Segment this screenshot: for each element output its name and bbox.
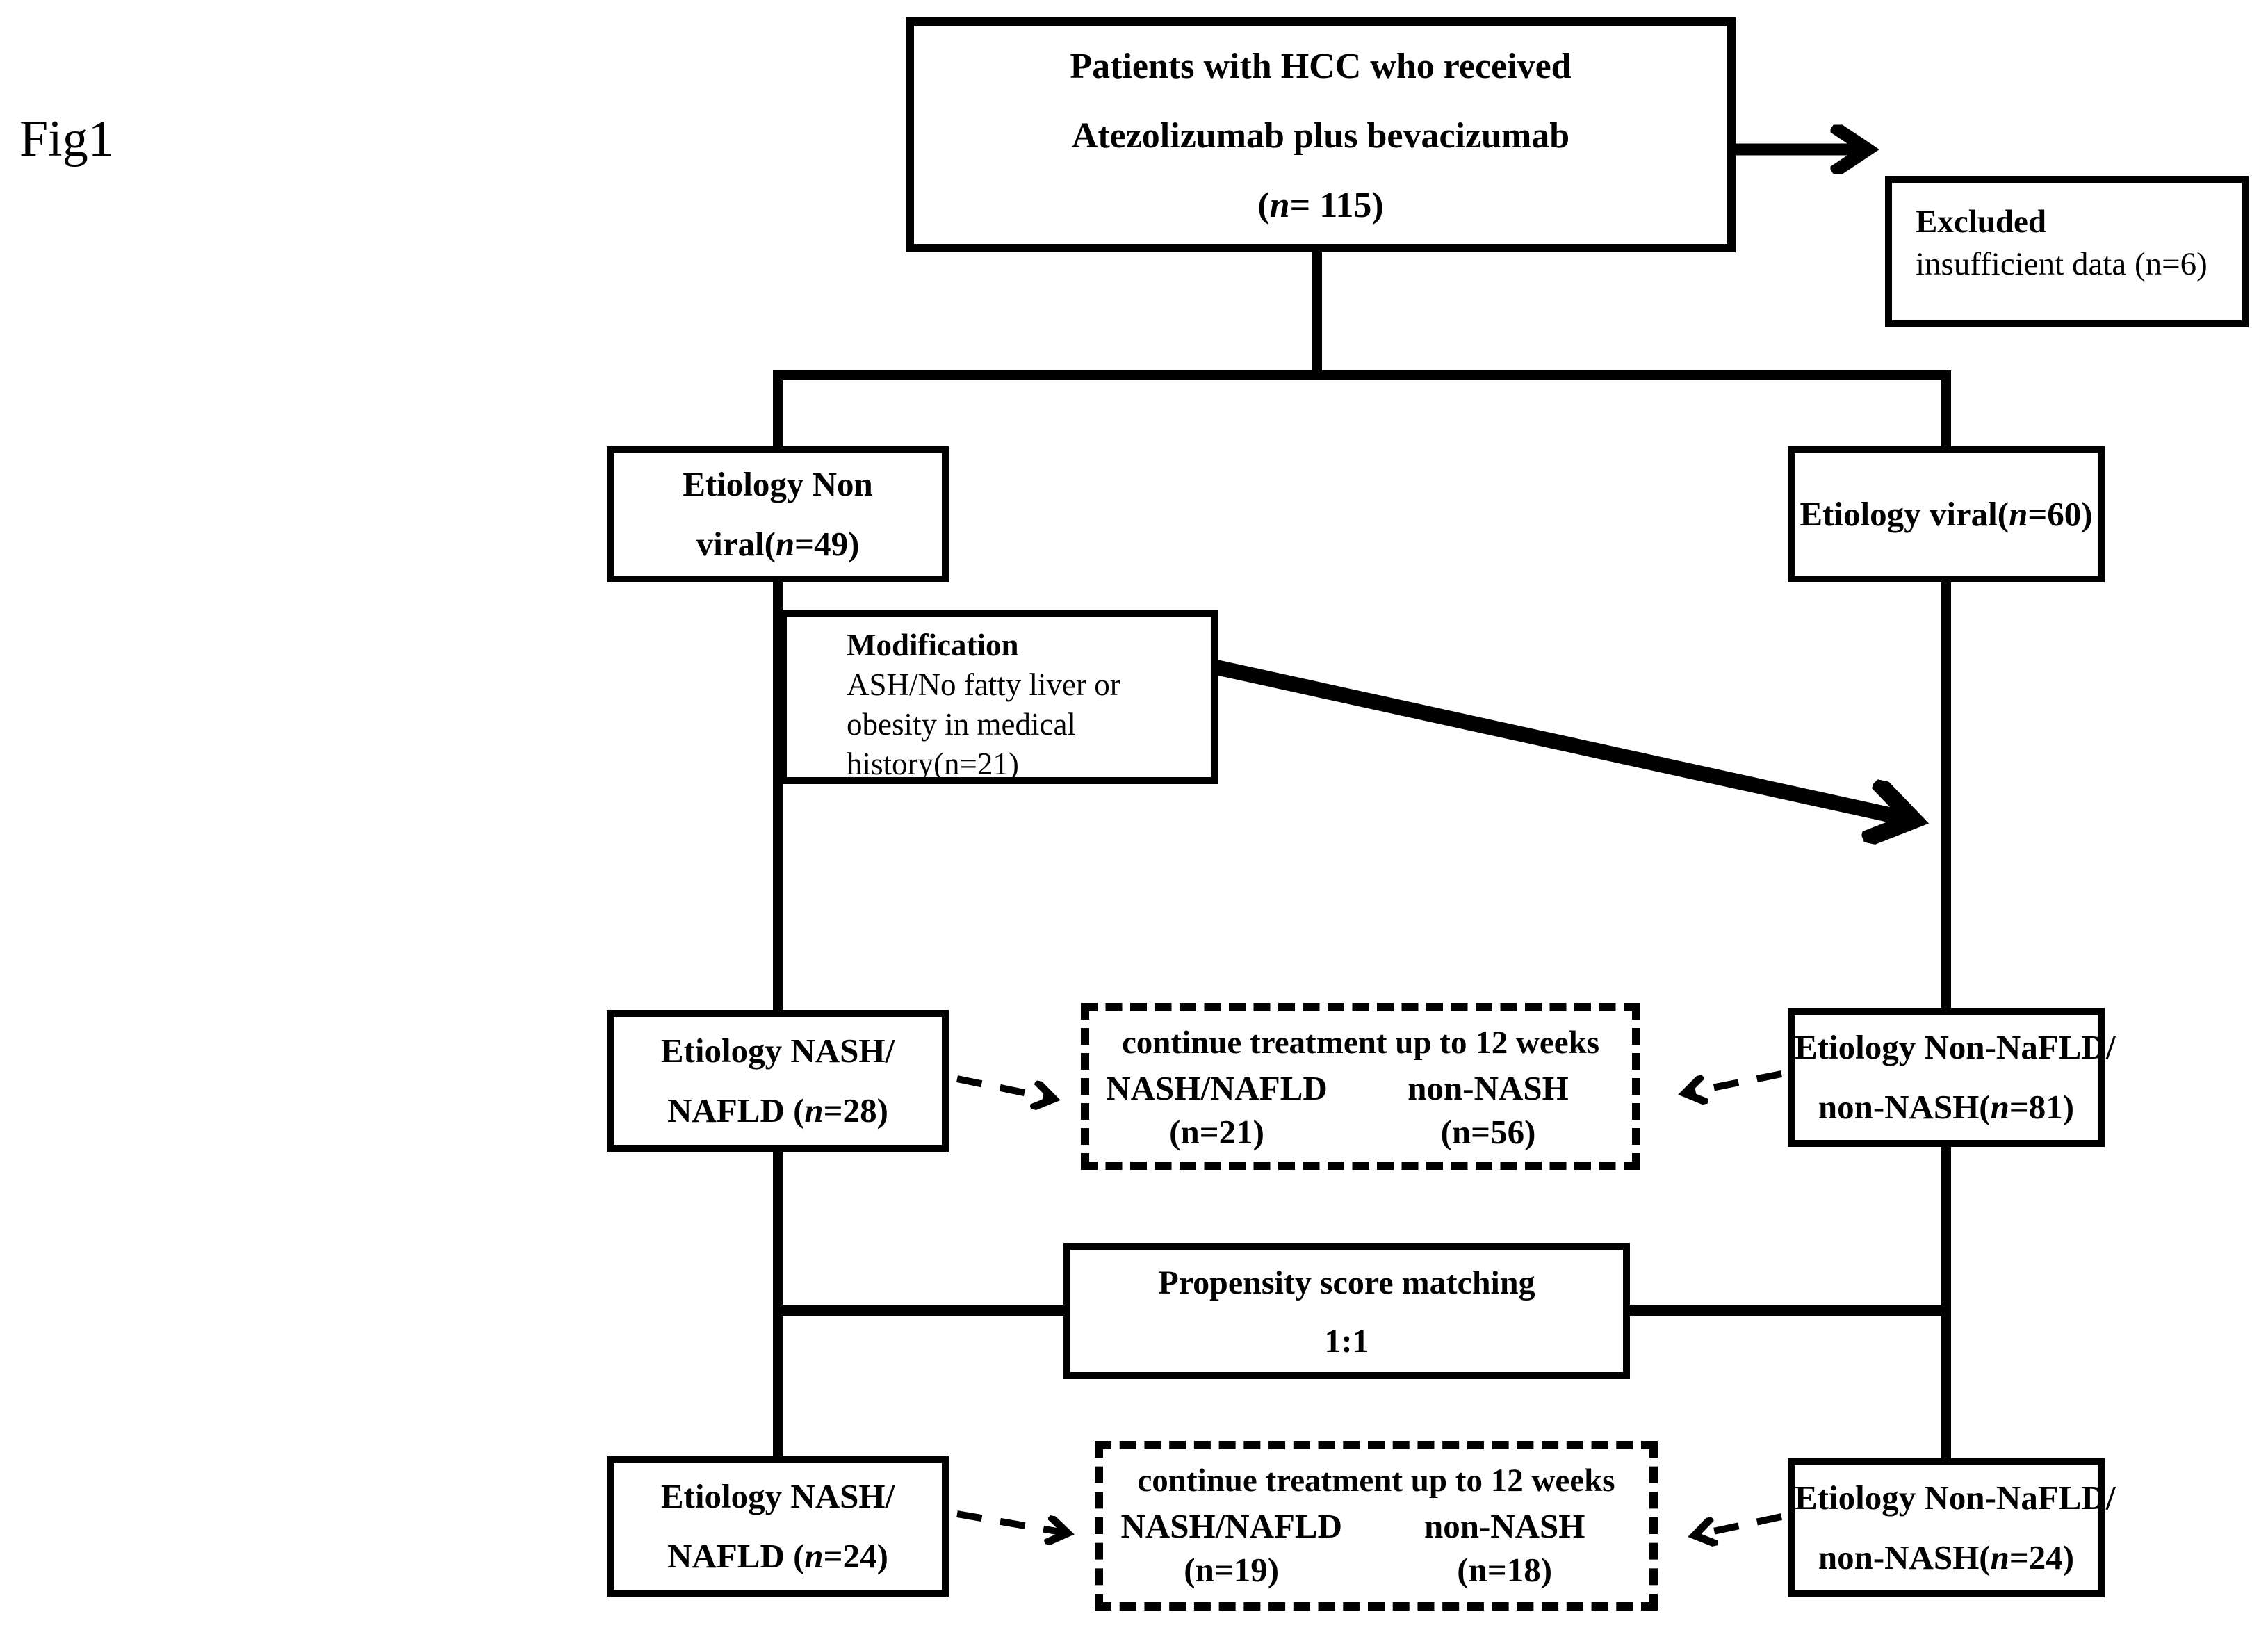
box-continue-treatment-pre-match: continue treatment up to 12 weeks NASH/N… xyxy=(1081,1003,1640,1170)
continue-post-nash-col: NASH/NAFLD (n=19) xyxy=(1103,1504,1360,1592)
box-propensity-score-matching: Propensity score matching 1:1 xyxy=(1063,1243,1630,1379)
continue-pre-columns: NASH/NAFLD (n=21) non-NASH (n=56) xyxy=(1089,1066,1632,1154)
box-etiology-viral: Etiology viral(n=60) xyxy=(1788,446,2105,582)
box-non-nafld-81-label: Etiology Non-NaFLD/non-NASH(n=81) xyxy=(1795,1028,2116,1126)
box-nash-nafld-28: Etiology NASH/NAFLD (n=28) xyxy=(607,1010,949,1152)
dashed-arrow-post-left xyxy=(956,1510,1065,1533)
continue-post-nonnash-label: non-NASH xyxy=(1423,1507,1585,1545)
dashed-arrow-pre-left xyxy=(956,1075,1051,1098)
continue-pre-nash-col: NASH/NAFLD (n=21) xyxy=(1089,1066,1344,1154)
box-non-nafld-81: Etiology Non-NaFLD/non-NASH(n=81) xyxy=(1788,1008,2116,1147)
psm-line1: Propensity score matching xyxy=(1158,1264,1535,1301)
continue-post-columns: NASH/NAFLD (n=19) non-NASH (n=18) xyxy=(1103,1504,1649,1592)
box-nash-nafld-24: Etiology NASH/NAFLD (n=24) xyxy=(607,1456,949,1597)
arrow-modification-diagonal xyxy=(1214,660,1908,819)
box-excluded: Excluded insufficient data (n=6) xyxy=(1885,176,2249,327)
continue-post-nash-label: NASH/NAFLD xyxy=(1120,1507,1342,1545)
box-etiology-viral-label: Etiology viral(n=60) xyxy=(1800,495,2093,533)
box-modification: Modification ASH/No fatty liver or obesi… xyxy=(780,610,1218,784)
continue-pre-nonnash-col: non-NASH (n=56) xyxy=(1344,1066,1632,1154)
box-non-nafld-24-label: Etiology Non-NaFLD/non-NASH(n=24) xyxy=(1795,1478,2116,1576)
continue-pre-headline: continue treatment up to 12 weeks xyxy=(1121,1025,1600,1061)
continue-post-nonnash-n: (n=18) xyxy=(1457,1551,1553,1589)
continue-pre-nonnash-n: (n=56) xyxy=(1440,1113,1536,1151)
continue-post-nonnash-col: non-NASH (n=18) xyxy=(1360,1504,1649,1592)
continue-pre-nash-label: NASH/NAFLD xyxy=(1106,1069,1328,1107)
excluded-body: insufficient data (n=6) xyxy=(1916,246,2208,282)
excluded-title: Excluded xyxy=(1916,204,2047,240)
continue-post-nash-n: (n=19) xyxy=(1184,1551,1280,1589)
continue-pre-nonnash-label: non-NASH xyxy=(1408,1069,1569,1107)
continue-pre-nash-n: (n=21) xyxy=(1169,1113,1264,1151)
box-continue-treatment-post-match: continue treatment up to 12 weeks NASH/N… xyxy=(1095,1441,1658,1611)
modification-title: Modification xyxy=(847,628,1019,662)
modification-body: ASH/No fatty liver or obesity in medical… xyxy=(847,667,1120,781)
figure-label: Fig1 xyxy=(19,111,114,168)
dashed-arrow-pre-right xyxy=(1688,1070,1782,1093)
dashed-arrow-post-right xyxy=(1697,1513,1783,1535)
box-non-nafld-24: Etiology Non-NaFLD/non-NASH(n=24) xyxy=(1788,1458,2116,1597)
psm-line2: 1:1 xyxy=(1324,1323,1369,1360)
box-nash-nafld-28-label: Etiology NASH/NAFLD (n=28) xyxy=(660,1032,895,1130)
continue-post-headline: continue treatment up to 12 weeks xyxy=(1137,1462,1615,1499)
box-nash-nafld-24-label: Etiology NASH/NAFLD (n=24) xyxy=(660,1477,895,1575)
